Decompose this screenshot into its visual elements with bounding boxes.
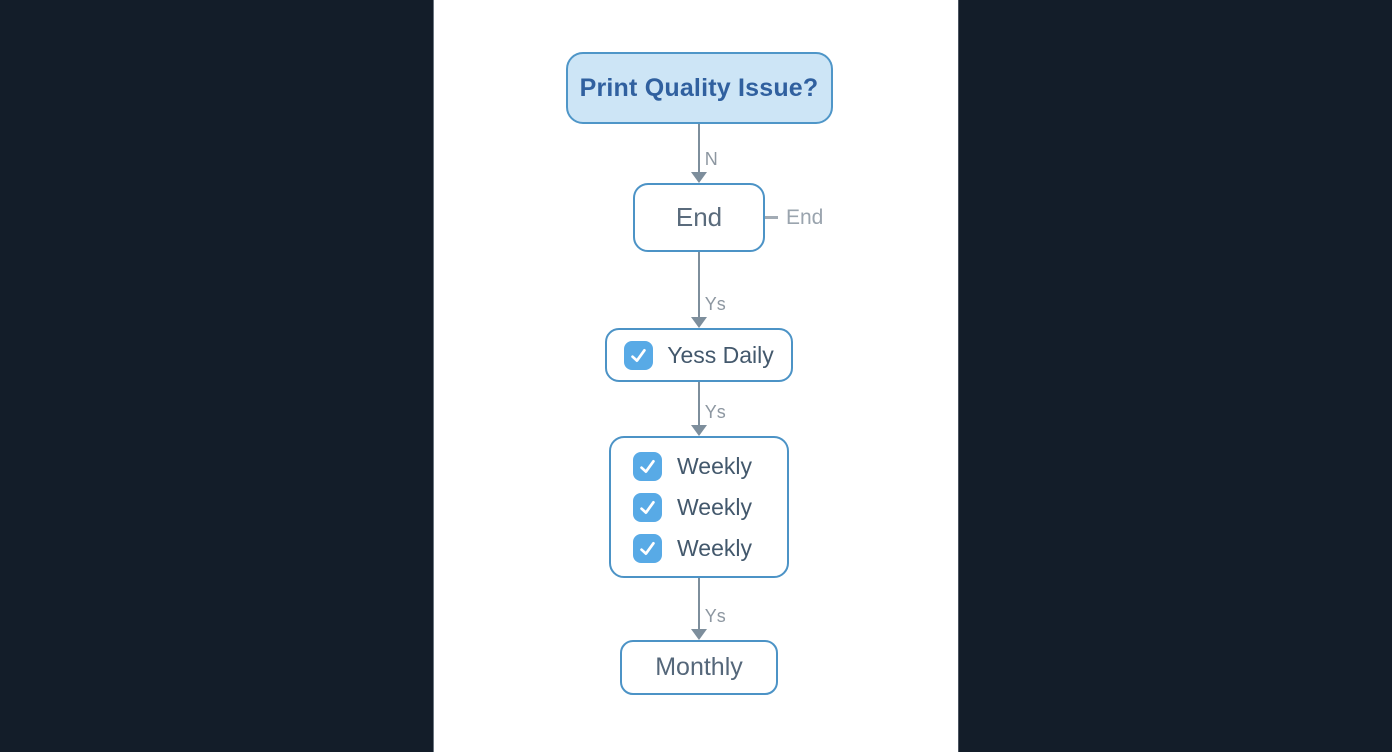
weekly-label-1: Weekly — [677, 452, 752, 479]
edge-line — [697, 382, 701, 430]
arrow-down-icon — [691, 317, 708, 328]
checkmark-icon — [631, 348, 647, 362]
edge-weekly-to-monthly: Ys — [691, 578, 726, 640]
weekly-row-1: Weekly — [633, 451, 765, 481]
arrow-down-icon — [691, 629, 708, 640]
end-side-label: End — [786, 205, 824, 229]
weekly-label-3: Weekly — [677, 534, 752, 561]
arrow-down-icon — [691, 172, 708, 183]
node-end: End End — [633, 183, 823, 252]
daily-label: Yess Daily — [667, 341, 774, 368]
node-print-quality-issue: Print Quality Issue? — [565, 52, 833, 124]
flowchart: Print Quality Issue? N End End Ys — [565, 52, 833, 695]
edge-label-ys: Ys — [704, 606, 726, 626]
flowchart-panel: Print Quality Issue? N End End Ys — [434, 0, 958, 752]
checkmark-icon — [640, 459, 655, 473]
checkbox-daily-checked[interactable] — [624, 340, 654, 370]
checkbox-weekly-1-checked[interactable] — [633, 451, 662, 481]
edge-end-to-daily: Ys — [691, 252, 726, 328]
weekly-label-2: Weekly — [677, 493, 752, 520]
checkmark-icon — [640, 500, 655, 514]
edge-line — [697, 578, 701, 634]
edge-line — [697, 124, 701, 177]
arrow-down-icon — [691, 425, 708, 436]
node-end-label: End — [675, 202, 723, 232]
weekly-row-3: Weekly — [633, 533, 765, 563]
node-monthly: Monthly — [620, 640, 778, 695]
edge-start-to-end: N — [691, 124, 718, 183]
edge-label-n: N — [704, 149, 718, 169]
node-start-label: Print Quality Issue? — [579, 73, 819, 102]
checkmark-icon — [640, 541, 655, 555]
node-yess-daily: Yess Daily — [605, 328, 793, 382]
side-connector-dash — [765, 216, 778, 219]
weekly-row-2: Weekly — [633, 492, 765, 522]
edge-daily-to-weekly: Ys — [691, 382, 726, 436]
checkbox-weekly-2-checked[interactable] — [633, 492, 662, 522]
edge-label-ys: Ys — [704, 294, 726, 314]
monthly-label: Monthly — [655, 653, 743, 681]
node-weekly-checklist: Weekly Weekly Weekly — [609, 436, 789, 578]
end-side-tag: End — [765, 206, 823, 230]
checkbox-weekly-3-checked[interactable] — [633, 533, 662, 563]
edge-line — [697, 252, 701, 322]
edge-label-ys: Ys — [704, 402, 726, 422]
